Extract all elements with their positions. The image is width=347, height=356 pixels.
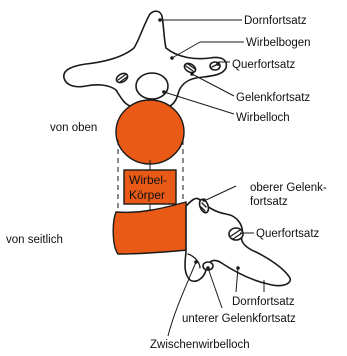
label-von-seitlich: von seitlich — [6, 234, 63, 246]
label-oberer-gelenkfortsatz-2: fortsatz — [250, 196, 288, 208]
label-gelenkfortsatz: Gelenkfortsatz — [236, 92, 310, 104]
label-querfortsatz-side: Querfortsatz — [256, 228, 320, 240]
label-dornfortsatz-side: Dornfortsatz — [232, 296, 295, 308]
vertebral-foramen-shape — [136, 73, 168, 99]
side-view-vertebra — [113, 198, 290, 286]
body-label-line2: Körper — [129, 188, 165, 202]
body-label-line1: Wirbel- — [129, 173, 167, 187]
top-view-vertebra — [64, 11, 227, 164]
vertebral-body-side — [113, 202, 188, 254]
label-dornfortsatz-top: Dornfortsatz — [244, 15, 307, 27]
label-wirbelbogen: Wirbelbogen — [246, 37, 311, 49]
label-querfortsatz-top: Querfortsatz — [232, 59, 296, 71]
label-zwischenwirbelloch: Zwischenwirbelloch — [150, 339, 250, 351]
label-wirbelloch: Wirbelloch — [236, 112, 290, 124]
label-oberer-gelenkfortsatz-1: oberer Gelenk- — [250, 182, 327, 194]
vertebral-body-top — [116, 100, 184, 164]
label-unterer-gelenkfortsatz: unterer Gelenkfortsatz — [182, 313, 296, 325]
label-von-oben: von oben — [50, 122, 97, 134]
